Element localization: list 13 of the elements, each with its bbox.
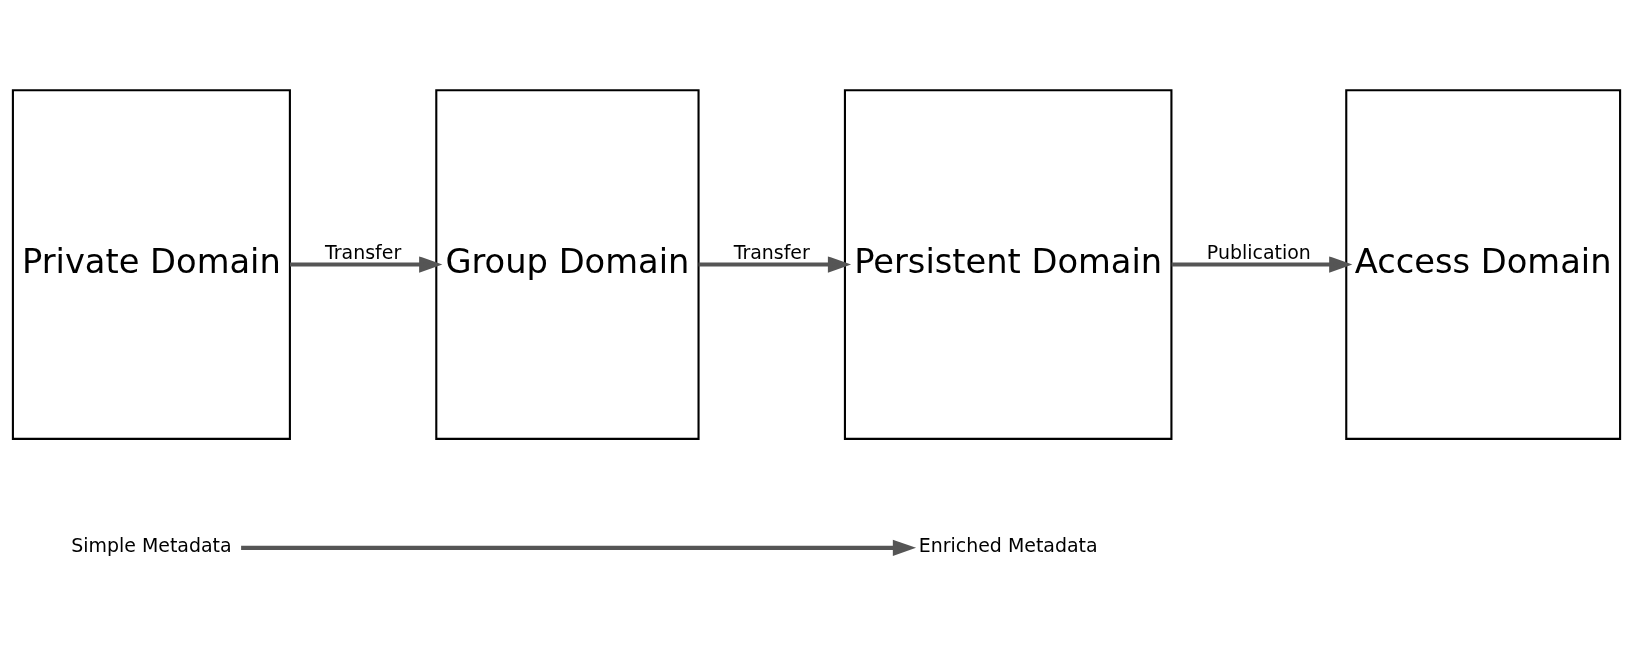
- node-text: Simple Metadata: [71, 534, 232, 557]
- arrow: [290, 256, 443, 273]
- node-text: Enriched Metadata: [918, 534, 1098, 557]
- edge-label: Transfer: [733, 240, 810, 263]
- node-box: Group Domain: [435, 89, 700, 440]
- edge-label: Transfer: [325, 240, 402, 263]
- arrow: [241, 539, 917, 556]
- node-box: Private Domain: [11, 89, 291, 440]
- node-box: Persistent Domain: [843, 89, 1173, 440]
- arrow: [698, 256, 852, 273]
- arrow: [1171, 256, 1353, 273]
- edge-label: Publication: [1206, 240, 1311, 263]
- node-box: Access Domain: [1345, 89, 1622, 440]
